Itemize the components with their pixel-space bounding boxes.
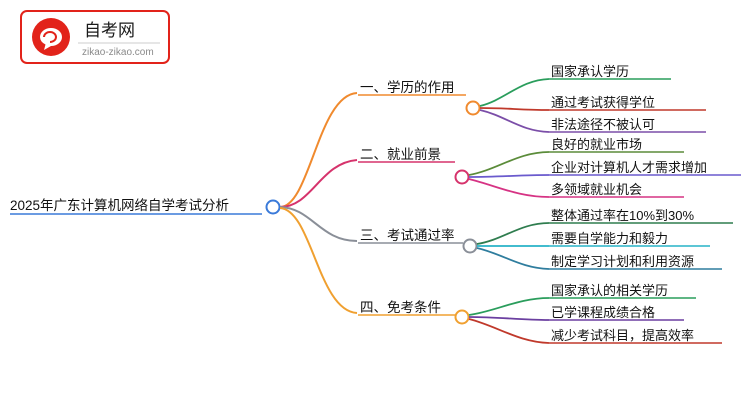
branch-label-3[interactable]: 三、考试通过率 [360,228,455,243]
branch-4-node-dot[interactable] [454,309,470,325]
leaf-label-4-2[interactable]: 已学课程成绩合格 [551,305,656,320]
edge-b4-leaf-1 [468,297,550,316]
leaf-label-3-3[interactable]: 制定学习计划和利用资源 [551,254,695,269]
branch-label-4[interactable]: 四、免考条件 [360,300,441,315]
branch-label-2[interactable]: 二、就业前景 [360,147,441,162]
leaf-label-1-1[interactable]: 国家承认学历 [551,64,630,79]
site-logo: 自考网 zikao-zikao.com [20,10,170,68]
branch-label-1[interactable]: 一、学历的作用 [360,80,455,95]
logo-swirl-icon [43,31,57,43]
leaf-label-2-3[interactable]: 多领域就业机会 [551,182,643,197]
edge-b1-leaf-1 [479,78,550,107]
leaf-label-4-3[interactable]: 减少考试科目，提高效率 [551,328,695,343]
branch-2-node-dot[interactable] [454,169,470,185]
edge-b2-leaf-3 [468,178,550,198]
edge-root-to-branch-3 [279,206,358,242]
leaf-label-3-2[interactable]: 需要自学能力和毅力 [551,231,669,246]
root-node-label[interactable]: 2025年广东计算机网络自学考试分析 [10,198,230,213]
edge-root-to-branch-2 [279,159,358,208]
logo-brand-name: 自考网 [84,21,135,40]
leaf-label-3-1[interactable]: 整体通过率在10%到30% [551,208,695,223]
branch-1-node-dot[interactable] [465,100,481,116]
logo-brand-sub: zikao-zikao.com [82,47,154,58]
edge-b1-leaf-3 [479,109,550,133]
edge-b2-leaf-1 [468,151,550,176]
branch-3-node-dot[interactable] [462,238,478,254]
root-node-dot[interactable] [265,199,281,215]
edge-b4-leaf-2 [468,316,550,321]
leaf-label-2-1[interactable]: 良好的就业市场 [551,137,643,152]
edge-b3-leaf-1 [476,222,550,245]
logo-svg: 自考网 zikao-zikao.com [20,10,170,64]
leaf-label-4-1[interactable]: 国家承认的相关学历 [551,283,669,298]
leaf-label-1-3[interactable]: 非法途径不被认可 [551,117,656,132]
leaf-label-2-2[interactable]: 企业对计算机人才需求增加 [551,160,708,175]
edge-root-to-branch-1 [279,92,358,208]
leaf-label-1-2[interactable]: 通过考试获得学位 [551,95,656,110]
edge-root-to-branch-4 [279,207,358,314]
edge-b3-leaf-3 [476,247,550,270]
edge-b1-leaf-2 [479,107,550,111]
edge-b4-leaf-3 [468,318,550,344]
edge-b2-leaf-2 [468,174,550,178]
